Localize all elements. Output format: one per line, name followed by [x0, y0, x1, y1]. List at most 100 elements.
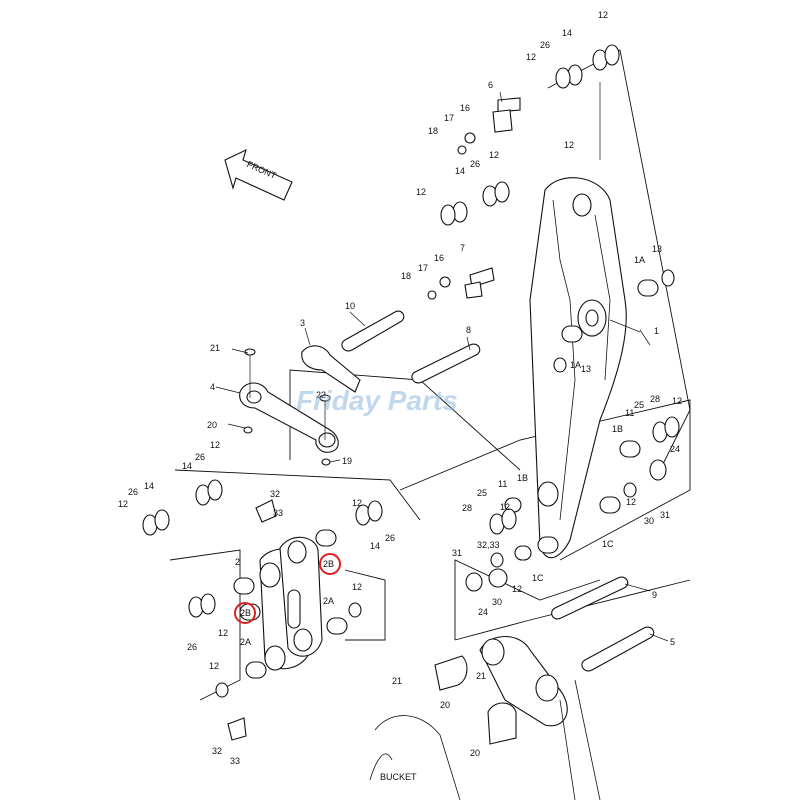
label-5: 5	[670, 637, 675, 647]
pins	[341, 97, 655, 672]
shim-stack-left-upper	[142, 479, 223, 536]
label-21: 21	[476, 671, 486, 681]
arm-body	[529, 177, 627, 559]
part-labels: 1 1A 1A 1B 1B 1C 1C 2 2A 2A 2B 2B 3 4 5 …	[118, 10, 682, 766]
label-12: 12	[118, 499, 128, 509]
shim-stack-right	[652, 416, 680, 443]
label-26: 26	[470, 159, 480, 169]
label-16: 16	[460, 103, 470, 113]
label-11: 11	[625, 408, 634, 418]
leader-lines	[215, 82, 669, 642]
label-14: 14	[182, 461, 192, 471]
label-33: 33	[273, 508, 283, 518]
label-20: 20	[440, 700, 450, 710]
label-6: 6	[488, 80, 493, 90]
label-1C: 1C	[532, 573, 544, 583]
shim-stack-arm-left	[489, 508, 517, 535]
label-14: 14	[562, 28, 572, 38]
label-2A: 2A	[323, 596, 334, 606]
label-26: 26	[540, 40, 550, 50]
label-14: 14	[370, 541, 380, 551]
label-1A: 1A	[570, 360, 581, 370]
label-7: 7	[460, 243, 465, 253]
label-2: 2	[235, 557, 240, 567]
label-30: 30	[644, 516, 654, 526]
label-12: 12	[564, 140, 574, 150]
label-19: 19	[342, 456, 352, 466]
label-24: 24	[478, 607, 488, 617]
label-14: 14	[144, 481, 154, 491]
label-12: 12	[512, 584, 522, 594]
label-25: 25	[634, 400, 644, 410]
label-1C: 1C	[602, 539, 614, 549]
link-assembly	[259, 536, 323, 671]
label-32: 32	[212, 746, 222, 756]
label-18: 18	[401, 271, 411, 281]
label-2B: 2B	[240, 608, 251, 618]
label-12: 12	[218, 628, 228, 638]
label-21: 21	[210, 343, 220, 353]
small-parts	[215, 132, 675, 741]
label-12: 12	[672, 396, 682, 406]
shim-stack-center	[355, 500, 383, 526]
label-17: 17	[418, 263, 428, 273]
label-13: 13	[652, 244, 662, 254]
label-17: 17	[444, 113, 454, 123]
highlight-circle-2B-upper	[319, 553, 341, 575]
label-12: 12	[500, 502, 510, 512]
label-12: 12	[489, 150, 499, 160]
label-22: 22	[316, 390, 326, 400]
label-8: 8	[466, 325, 471, 335]
label-21: 21	[392, 676, 402, 686]
label-20: 20	[470, 748, 480, 758]
label-16: 16	[434, 253, 444, 263]
label-12: 12	[416, 187, 426, 197]
shim-stack-left-lower	[188, 593, 216, 618]
label-12: 12	[352, 498, 362, 508]
label-12: 12	[209, 661, 219, 671]
label-4: 4	[210, 382, 215, 392]
label-2A: 2A	[240, 637, 251, 647]
label-1: 1	[654, 326, 659, 336]
shim-stack-top	[555, 44, 620, 89]
label-2B: 2B	[323, 559, 334, 569]
label-1A: 1A	[634, 255, 645, 265]
label-20: 20	[207, 420, 217, 430]
label-10: 10	[345, 301, 355, 311]
label-14: 14	[455, 166, 465, 176]
label-32-33: 32,33	[477, 540, 500, 550]
label-13: 13	[581, 364, 591, 374]
label-1B: 1B	[612, 424, 623, 434]
label-31: 31	[660, 510, 670, 520]
front-arrow: FRONT	[224, 148, 293, 201]
label-26: 26	[195, 452, 205, 462]
shim-stack-mid	[440, 181, 510, 226]
label-26: 26	[385, 533, 395, 543]
label-30: 30	[492, 597, 502, 607]
label-3: 3	[300, 318, 305, 328]
shim-stacks	[142, 44, 680, 618]
label-26: 26	[187, 642, 197, 652]
label-12: 12	[526, 52, 536, 62]
label-26: 26	[128, 487, 138, 497]
label-32: 32	[270, 489, 280, 499]
label-28: 28	[462, 503, 472, 513]
label-12: 12	[626, 497, 636, 507]
highlight-circle-2B-lower	[234, 602, 256, 624]
label-25: 25	[477, 488, 487, 498]
label-11: 11	[498, 479, 507, 489]
label-24: 24	[670, 444, 680, 454]
bucket-label: BUCKET	[380, 772, 417, 782]
label-28: 28	[650, 394, 660, 404]
label-12: 12	[210, 440, 220, 450]
label-1B: 1B	[517, 473, 528, 483]
rods	[239, 345, 361, 453]
label-12: 12	[598, 10, 608, 20]
label-9: 9	[652, 590, 657, 600]
label-18: 18	[428, 126, 438, 136]
highlight-markers	[234, 553, 341, 624]
label-12: 12	[352, 582, 362, 592]
label-31: 31	[452, 548, 462, 558]
